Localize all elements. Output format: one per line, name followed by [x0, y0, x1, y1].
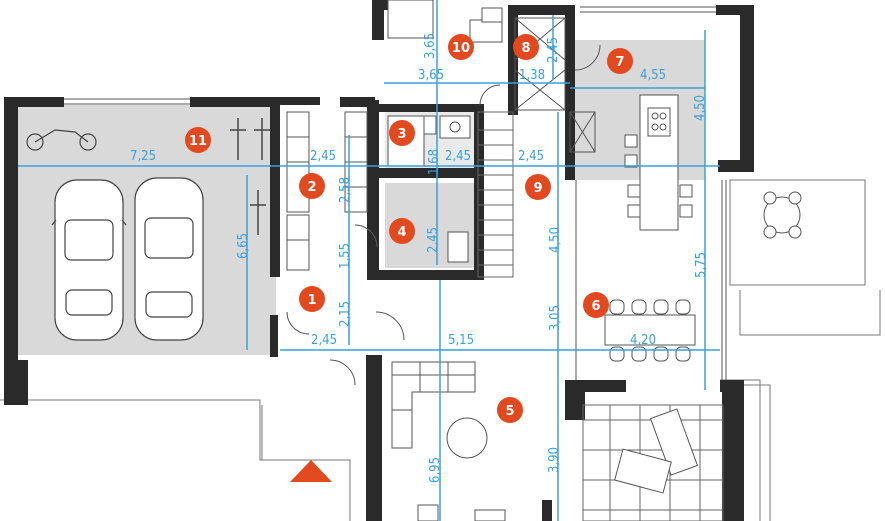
room-badge: 4	[389, 218, 415, 244]
dimension-label: 2,45	[311, 333, 337, 348]
room-number: 9	[533, 181, 542, 196]
misc-furniture	[417, 7, 506, 521]
dimension-label: 1,68	[427, 149, 442, 175]
interior-lines	[286, 0, 601, 386]
dimension-label: 2,45	[445, 149, 471, 164]
dimension-label: 3,65	[418, 68, 444, 83]
room-badge: 9	[525, 174, 551, 200]
room-badge: 6	[583, 292, 609, 318]
terrace-table	[763, 191, 802, 239]
room-number: 6	[591, 299, 600, 314]
room-badge: 1	[299, 286, 325, 312]
dimension-label: 2,45	[518, 149, 544, 164]
bicycles	[230, 118, 270, 235]
car-right	[134, 177, 204, 341]
room-number: 10	[452, 41, 470, 56]
room-number: 3	[397, 127, 406, 142]
sofa	[391, 361, 488, 459]
room-badge: 11	[185, 127, 211, 153]
dimension-label: 2,15	[338, 301, 353, 327]
dimension-label: 5,75	[694, 252, 709, 278]
dimension-label: 3,05	[548, 305, 563, 331]
dimension-label: 5,15	[448, 333, 474, 348]
windows	[64, 6, 727, 380]
room-badge: 8	[513, 34, 539, 60]
dimension-label: 6,95	[428, 457, 443, 483]
dimension-label: 4,20	[630, 333, 656, 348]
car-left	[51, 179, 127, 341]
entrance-arrow-icon	[290, 460, 332, 482]
room-number: 11	[189, 134, 207, 149]
room-number: 8	[521, 41, 530, 56]
dimension-label: 1,55	[338, 243, 353, 269]
wall-garage-left	[4, 97, 18, 405]
dimension-label: 2,58	[338, 177, 353, 203]
dimension-label: 4,55	[640, 68, 666, 83]
dimension-label: 2,45	[426, 227, 441, 253]
dimension-label: 2,45	[546, 37, 561, 63]
room-badge: 7	[607, 48, 633, 74]
dimension-labels: 3,65 3,65 1,38 2,45 4,55 4,50 7,25 2,45 …	[130, 33, 709, 483]
dimension-lines	[18, 0, 720, 521]
kitchen-island	[624, 94, 693, 231]
room-number: 1	[307, 293, 316, 308]
lounge-chairs	[614, 408, 699, 494]
walls	[4, 0, 754, 521]
dimension-label: 7,25	[130, 149, 156, 164]
dimension-label: 6,65	[236, 233, 251, 259]
room-badge: 5	[497, 397, 523, 423]
room-badge: 10	[448, 34, 474, 60]
motorcycle	[26, 129, 97, 151]
room-number: 2	[307, 180, 316, 195]
dimension-label: 4,50	[693, 95, 708, 121]
room-number: 7	[615, 55, 624, 70]
room-badge: 3	[389, 120, 415, 146]
room-number: 4	[397, 225, 406, 240]
room-badges: 1 2 3 4 5 6 7 8	[185, 34, 633, 423]
dimension-label: 1,38	[519, 68, 545, 83]
room-number: 5	[505, 404, 514, 419]
room-badge: 2	[299, 173, 325, 199]
dimension-label: 3,90	[547, 447, 562, 473]
dimension-label: 2,45	[310, 149, 336, 164]
dimension-label: 4,50	[548, 227, 563, 253]
dimension-label: 3,65	[423, 33, 438, 59]
dining-table	[604, 299, 696, 362]
